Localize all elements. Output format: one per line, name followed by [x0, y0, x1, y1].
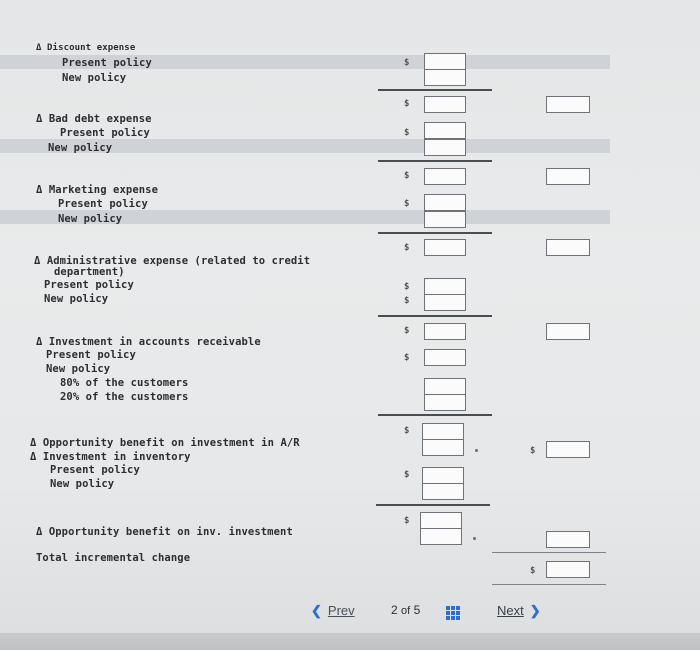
section-rule	[378, 315, 492, 317]
next-button[interactable]: Next ❯	[497, 603, 541, 619]
currency-label: $	[404, 243, 410, 253]
investment-new-label: New policy	[46, 363, 111, 375]
prev-button[interactable]: ❮ Prev	[311, 603, 355, 619]
section-rule	[376, 504, 490, 506]
opportunity-inv-total-input[interactable]	[546, 531, 590, 548]
currency-label: $	[404, 58, 410, 68]
bad-debt-expense-title: Δ Bad debt expense	[36, 113, 152, 125]
marketing-present-input[interactable]	[424, 194, 466, 211]
investment-inventory-title: Δ Investment in inventory	[30, 451, 191, 463]
total-incremental-change-label: Total incremental change	[36, 552, 191, 564]
currency-label: $	[404, 516, 410, 526]
grid-icon[interactable]	[446, 606, 460, 620]
investment-80-input[interactable]	[424, 378, 466, 395]
chevron-left-icon: ❮	[311, 603, 322, 618]
discount-new-input[interactable]	[424, 69, 466, 86]
section-rule	[378, 414, 492, 416]
opportunity-ar-total-input[interactable]	[546, 441, 590, 458]
discount-present-label: Present policy	[62, 57, 152, 69]
total-rule	[492, 584, 606, 585]
discount-expense-title: Δ Discount expense	[36, 43, 136, 53]
currency-label: $	[404, 128, 410, 138]
page-of: of	[401, 605, 411, 617]
discount-new-label: New policy	[62, 72, 127, 84]
marketing-present-label: Present policy	[58, 198, 148, 210]
page-indicator: 2 of 5	[391, 603, 420, 617]
investment-present-input[interactable]	[424, 349, 466, 366]
separator-dot	[475, 449, 478, 452]
currency-label: $	[404, 470, 410, 480]
inventory-new-input[interactable]	[422, 483, 464, 500]
admin-total-input[interactable]	[546, 323, 590, 340]
admin-present-input[interactable]	[424, 278, 466, 295]
currency-label: $	[404, 99, 410, 109]
page-current: 2	[391, 603, 398, 617]
currency-label: $	[530, 446, 536, 456]
opportunity-ar-input[interactable]	[422, 439, 464, 456]
bad-debt-new-label: New policy	[48, 142, 113, 154]
currency-label: $	[530, 566, 536, 576]
marketing-new-input[interactable]	[424, 211, 466, 228]
admin-new-input[interactable]	[424, 294, 466, 311]
chevron-right-icon: ❯	[529, 603, 541, 618]
currency-label: $	[404, 171, 410, 181]
discount-change-input[interactable]	[424, 96, 466, 113]
total-rule	[492, 552, 606, 553]
investment-20-input[interactable]	[424, 394, 466, 411]
currency-label: $	[404, 326, 410, 336]
inventory-present-label: Present policy	[50, 464, 140, 476]
investment-80-label: 80% of the customers	[60, 377, 189, 389]
investment-present-label: Present policy	[46, 349, 136, 361]
marketing-total-input[interactable]	[546, 239, 590, 256]
admin-new-label: New policy	[44, 293, 109, 305]
admin-expense-title-cont: department)	[54, 266, 125, 278]
admin-expense-title: Δ Administrative expense (related to cre…	[34, 255, 311, 267]
currency-label: $	[404, 426, 410, 436]
marketing-new-label: New policy	[58, 213, 123, 225]
marketing-change-input[interactable]	[424, 239, 466, 256]
inventory-new-label: New policy	[50, 478, 115, 490]
opportunity-ar-change-input[interactable]	[422, 423, 464, 440]
total-incremental-change-input[interactable]	[546, 561, 590, 578]
bottom-bar	[0, 633, 700, 650]
section-rule	[378, 232, 492, 234]
section-rule	[378, 160, 492, 162]
separator-dot	[473, 537, 476, 540]
opportunity-ar-title: Δ Opportunity benefit on investment in A…	[30, 437, 300, 449]
marketing-expense-title: Δ Marketing expense	[36, 184, 159, 196]
next-label: Next	[497, 603, 524, 618]
bad-debt-new-input[interactable]	[424, 139, 466, 156]
prev-label: Prev	[327, 603, 355, 618]
inventory-change-input[interactable]	[420, 512, 462, 529]
currency-label: $	[404, 296, 410, 306]
section-rule	[378, 89, 492, 91]
bad-debt-present-label: Present policy	[60, 127, 150, 139]
currency-label: $	[404, 282, 410, 292]
discount-present-input[interactable]	[424, 53, 466, 70]
investment-ar-title: Δ Investment in accounts receivable	[36, 336, 261, 348]
discount-total-input[interactable]	[546, 96, 590, 113]
admin-present-label: Present policy	[44, 279, 134, 291]
bad-debt-total-input[interactable]	[546, 168, 590, 185]
admin-change-input[interactable]	[424, 323, 466, 340]
currency-label: $	[404, 353, 410, 363]
currency-label: $	[404, 199, 410, 209]
page-total: 5	[413, 603, 421, 617]
inventory-present-input[interactable]	[422, 467, 464, 484]
bad-debt-change-input[interactable]	[424, 168, 466, 185]
opportunity-inv-input[interactable]	[420, 528, 462, 545]
investment-20-label: 20% of the customers	[60, 391, 189, 403]
opportunity-inv-title: Δ Opportunity benefit on inv. investment	[36, 526, 293, 538]
bad-debt-present-input[interactable]	[424, 122, 466, 139]
